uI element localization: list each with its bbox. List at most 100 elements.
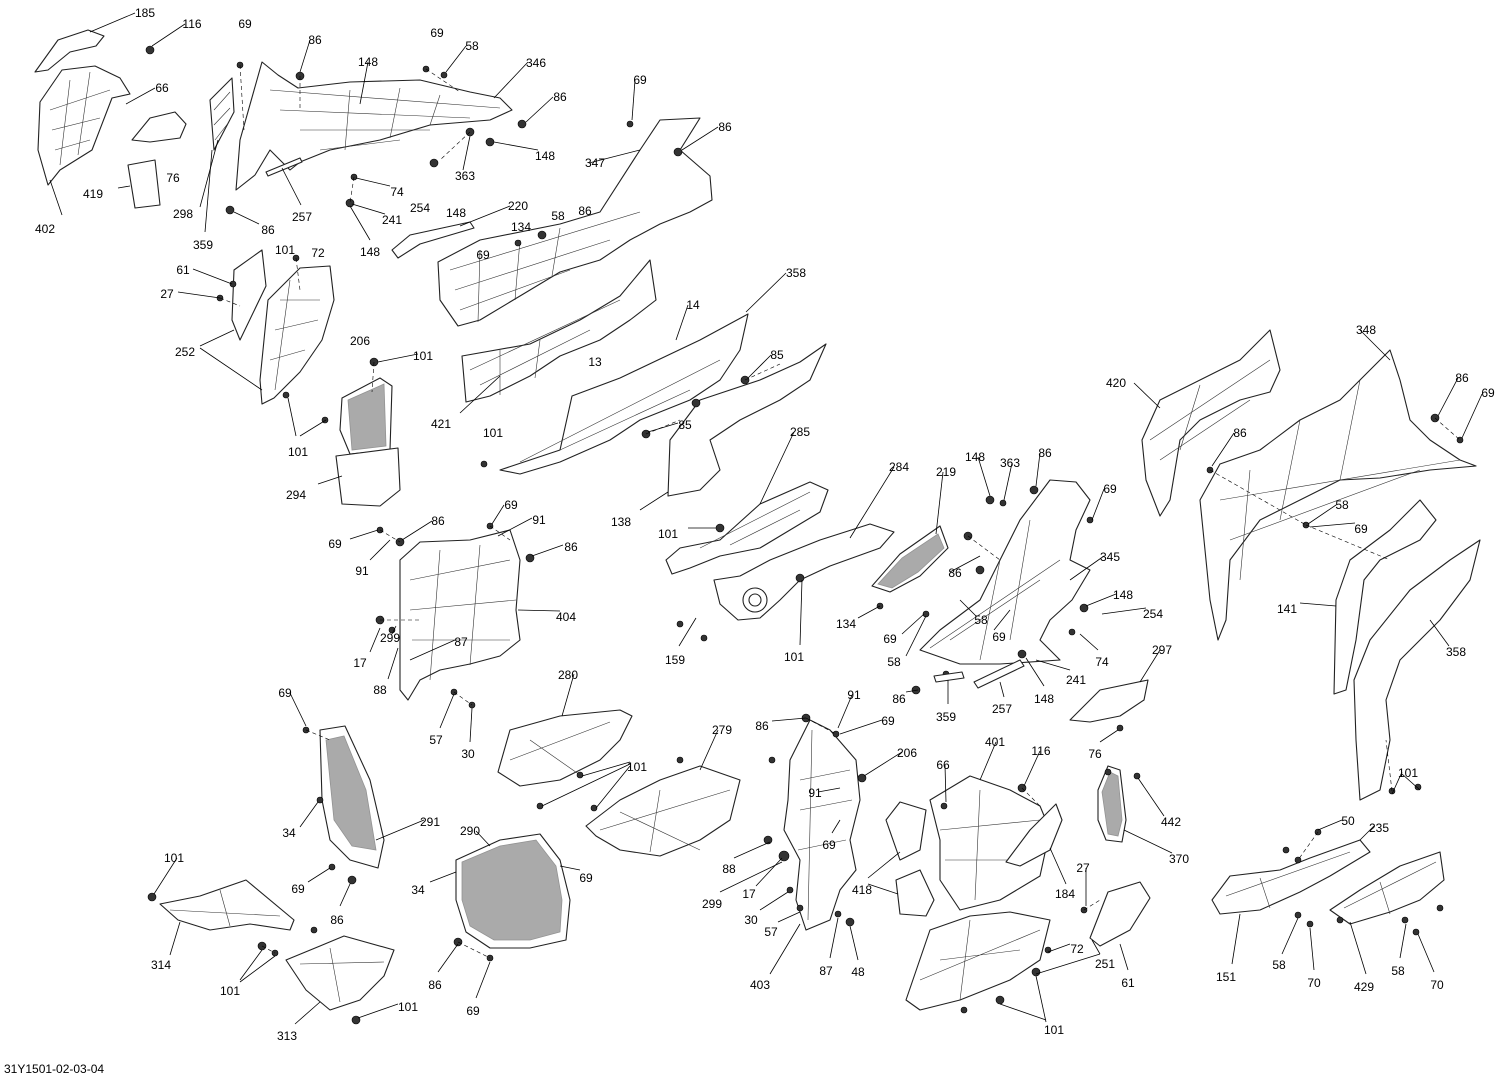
callout-label: 442 [1161, 815, 1181, 829]
callout-label: 69 [881, 714, 895, 728]
callout-label: 254 [1143, 607, 1163, 621]
part-285-footwell [665, 481, 829, 575]
part-219-vent-grille [871, 525, 949, 593]
callout-label: 401 [985, 735, 1005, 749]
callout-label: 69 [476, 248, 490, 262]
callout-label: 58 [974, 613, 988, 627]
callout-label: 101 [1398, 766, 1418, 780]
part-348-right-side-panel [1199, 349, 1477, 641]
part-401-headlight-cover [929, 775, 1051, 911]
part-290-center-grille [455, 833, 571, 949]
callout-label: 17 [742, 887, 756, 901]
part-421-lower-tunnel [461, 259, 657, 403]
callout-label: 363 [455, 169, 475, 183]
callout-label: 101 [275, 243, 295, 257]
callout-label: 30 [744, 913, 758, 927]
callout-label: 101 [1044, 1023, 1064, 1037]
callout-label: 314 [151, 958, 171, 972]
part-314-lower-deflector [159, 879, 295, 931]
callout-label: 58 [1272, 958, 1286, 972]
callout-label: 48 [851, 965, 865, 979]
callout-label: 34 [282, 826, 296, 840]
callout-label: 101 [483, 426, 503, 440]
callout-label: 69 [466, 1004, 480, 1018]
part-141-rear-liner [1333, 499, 1437, 695]
part-252-left-lower-panel [231, 249, 335, 405]
callout-label: 91 [808, 786, 822, 800]
callout-label: 17 [353, 656, 367, 670]
callout-label: 252 [175, 345, 195, 359]
callout-label: 70 [1307, 976, 1321, 990]
part-284-floor-tray [713, 523, 895, 621]
callout-label: 134 [511, 220, 531, 234]
callout-label: 294 [286, 488, 306, 502]
callout-label: 72 [1070, 942, 1084, 956]
part-251-lower-right-cover [905, 911, 1051, 1011]
callout-label: 421 [431, 417, 451, 431]
callout-label: 69 [278, 686, 292, 700]
callout-label: 57 [429, 733, 443, 747]
part-404-front-frame [399, 529, 521, 701]
callout-label: 69 [883, 632, 897, 646]
callout-label: 298 [173, 207, 193, 221]
callout-label: 91 [355, 564, 369, 578]
part-358-right-trim [1353, 539, 1481, 801]
callout-label: 34 [411, 883, 425, 897]
callout-label: 402 [35, 222, 55, 236]
callout-label: 13 [588, 355, 602, 369]
callout-label: 76 [1088, 747, 1102, 761]
part-347-center-tunnel [437, 117, 713, 327]
callout-label: 116 [182, 17, 201, 31]
part-345-right-console [919, 479, 1091, 665]
part-185-trim [34, 29, 105, 73]
callout-label: 358 [1446, 645, 1466, 659]
callout-label: 86 [948, 566, 962, 580]
callout-label: 87 [454, 635, 468, 649]
callout-label: 88 [373, 683, 387, 697]
callout-label: 151 [1216, 970, 1236, 984]
callout-label: 58 [887, 655, 901, 669]
callout-label: 101 [413, 349, 433, 363]
callout-label: 101 [784, 650, 804, 664]
callout-label: 206 [897, 746, 917, 760]
leader-lines [49, 12, 1483, 1025]
callout-label: 299 [380, 631, 400, 645]
callout-label: 58 [1335, 498, 1349, 512]
callout-label: 359 [193, 238, 213, 252]
callout-label: 86 [261, 223, 275, 237]
callout-label: 85 [770, 348, 784, 362]
callout-label: 254 [410, 201, 430, 215]
callout-label: 72 [311, 246, 325, 260]
callout-label: 404 [556, 610, 576, 624]
callout-label: 257 [992, 702, 1012, 716]
callout-label: 69 [579, 871, 593, 885]
part-370-side-grille [1097, 765, 1127, 843]
callout-label: 141 [1277, 602, 1297, 616]
callout-label: 86 [564, 540, 578, 554]
callout-label: 50 [1341, 814, 1355, 828]
callout-label: 148 [1034, 692, 1054, 706]
callout-label: 86 [892, 692, 906, 706]
callout-label: 279 [712, 723, 732, 737]
part-184-badge [1005, 803, 1063, 867]
part-298-bracket [209, 77, 235, 151]
part-151-rear-bracket [1211, 839, 1371, 915]
callout-label: 76 [166, 171, 180, 185]
callout-label: 219 [936, 465, 956, 479]
part-257-359-right-rods [933, 659, 1025, 689]
callout-label: 69 [633, 73, 647, 87]
callout-label: 257 [292, 210, 312, 224]
callout-label: 70 [1430, 978, 1444, 992]
callout-label: 86 [431, 514, 445, 528]
callout-label: 58 [465, 39, 479, 53]
callout-label: 348 [1356, 323, 1376, 337]
callout-label: 313 [277, 1029, 297, 1043]
callout-label: 206 [350, 334, 370, 348]
callout-label: 291 [420, 815, 440, 829]
callout-label: 184 [1055, 887, 1075, 901]
part-402-left-side-panel [37, 65, 131, 186]
callout-label: 101 [627, 760, 647, 774]
part-313-lower-deflector [285, 935, 395, 1011]
callout-label: 69 [291, 882, 305, 896]
